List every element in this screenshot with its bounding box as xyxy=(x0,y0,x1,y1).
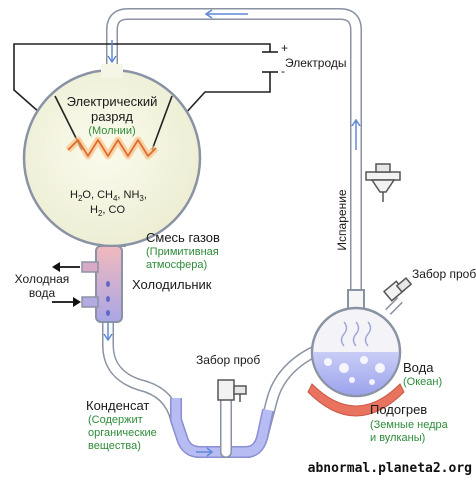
gas-formula: H2O, CH4, NH3, H2, CO xyxy=(70,189,147,218)
discharge-line2: разряд xyxy=(91,109,133,124)
electrodes-label: Электроды xyxy=(285,56,347,70)
condenser xyxy=(81,245,123,323)
water-label: Вода xyxy=(403,360,434,375)
cold-water-line2: вода xyxy=(29,286,56,300)
heater xyxy=(307,383,405,417)
sampling-valve-left[interactable] xyxy=(217,379,247,402)
discharge-line1: Электрический xyxy=(67,94,158,109)
condensate-label: Конденсат xyxy=(86,398,149,413)
earth-line1: (Земные недра xyxy=(370,419,449,431)
earth-line2: и вулканы) xyxy=(370,432,425,444)
sampling-left-label: Забор проб xyxy=(196,353,260,367)
contains-line3: вещества) xyxy=(88,440,141,452)
plus-sign: + xyxy=(281,41,288,55)
svg-text:H2O, CH4, NH3,: H2O, CH4, NH3, xyxy=(70,189,147,203)
heating-label: Подогрев xyxy=(370,402,427,417)
sampling-right-label: Забор проб xyxy=(412,267,476,281)
cold-water-arrows xyxy=(52,262,81,307)
contains-line1: (Содержит xyxy=(88,414,143,426)
watermark: abnormal.planeta2.org xyxy=(308,461,472,476)
cold-water-line1: Холодная xyxy=(15,272,70,286)
primitive-atm-line1: (Примитивная xyxy=(146,246,219,258)
sampling-valve-right[interactable] xyxy=(382,277,413,315)
electrode-rod-right xyxy=(151,95,173,151)
evaporation-label: Испарение xyxy=(335,189,349,250)
svg-text:H2, CO: H2, CO xyxy=(90,204,125,218)
evaporation-valve[interactable] xyxy=(365,163,401,202)
minus-sign: - xyxy=(281,64,285,78)
reaction-flask xyxy=(22,64,202,248)
water-flask xyxy=(310,289,402,398)
lightning-note: (Молнии) xyxy=(88,125,135,137)
gas-mix-label: Смесь газов xyxy=(146,230,220,245)
contains-line2: органические xyxy=(88,427,157,439)
primitive-atm-line2: атмосфера) xyxy=(146,259,207,271)
ocean-label: (Океан) xyxy=(403,376,442,388)
flow-arrows xyxy=(103,9,361,457)
condenser-label: Холодильник xyxy=(132,277,212,292)
spark-zigzag xyxy=(65,136,159,160)
